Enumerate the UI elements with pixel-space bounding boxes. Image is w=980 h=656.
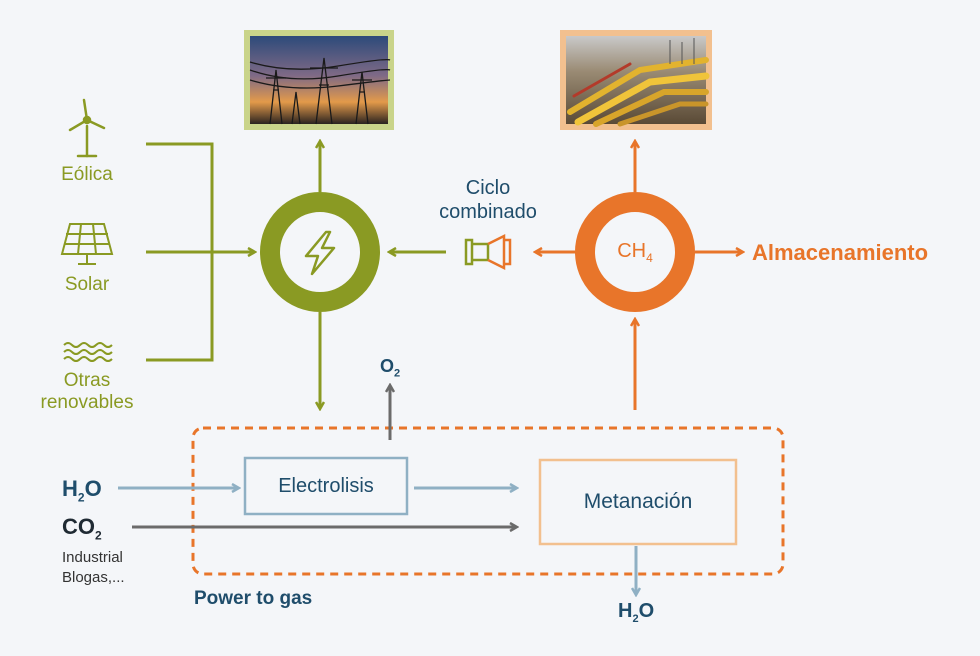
co2-base: CO [62,514,95,539]
label-ciclo-line1: Ciclo [465,177,511,199]
metanacion-box [538,458,738,546]
turbine-icon [464,233,512,271]
h2o-in-sub: 2 [77,490,85,505]
h2o-out-sub: 2 [632,613,639,625]
label-eolica: Eólica [61,164,113,185]
wind-turbine-icon [68,98,106,158]
ch4-base: CH [617,240,647,262]
lightning-icon [304,230,336,276]
gas-plant-photo [560,30,712,130]
label-ciclo-line2: combinado [439,201,537,223]
power-to-gas-box [191,426,785,576]
label-co2-input: CO2 [62,514,102,542]
solar-panel-icon [60,223,114,265]
electricity-node [260,192,380,312]
waves-icon [63,342,113,362]
h2o-in-base: H [62,476,78,501]
label-otras-line2: renovables [40,392,134,413]
o2-base: O [380,356,395,376]
co2-source-line1: Industrial [62,549,123,566]
o2-sub: 2 [394,367,401,380]
label-co2-sources: Industrial Blogas,... [62,548,125,588]
co2-source-line2: Blogas,... [62,569,125,586]
label-otras-line1: Otras [63,370,111,391]
label-h2o-input: H2O [62,476,102,504]
methane-node [575,192,695,312]
label-solar: Solar [64,274,110,295]
power-lines-photo [244,30,394,130]
label-ch4: CH4 [600,240,670,265]
label-power-to-gas: Power to gas [194,588,313,609]
label-electrolisis: Electrolisis [278,475,374,497]
label-h2o-output: H2O [618,600,654,625]
label-ciclo-combinado: Ciclo combinado [428,176,548,224]
h2o-out-base: H [618,600,633,622]
label-metanacion: Metanación [583,490,693,513]
electrolisis-box [243,456,409,516]
h2o-out-tail: O [638,600,655,622]
sources-bracket [146,142,254,362]
label-o2: O2 [380,356,400,380]
ch4-subscript: 4 [646,251,653,265]
co2-sub: 2 [95,528,102,543]
label-almacenamiento: Almacenamiento [752,240,929,265]
h2o-in-tail: O [84,476,102,501]
label-otras-renovables: Otras renovables [28,370,146,414]
